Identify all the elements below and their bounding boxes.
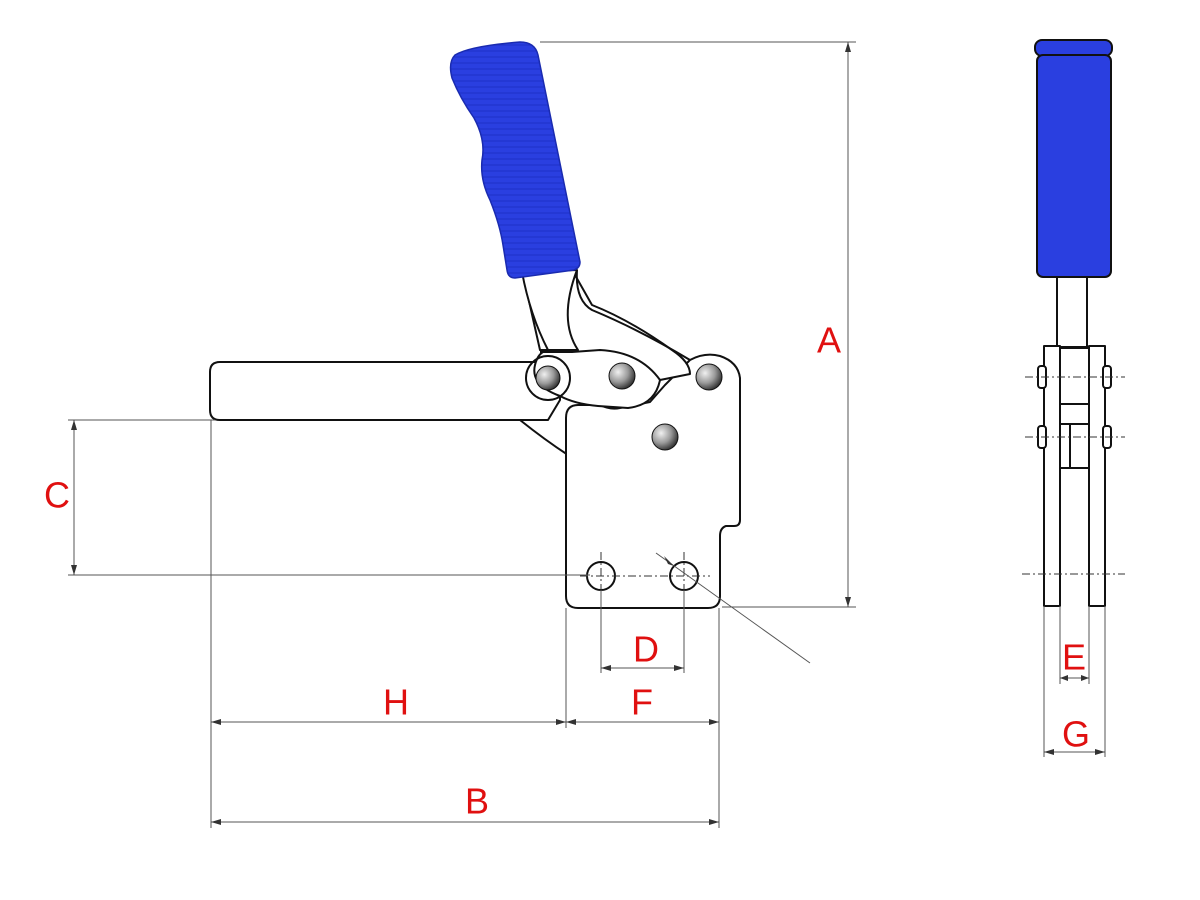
front-plate-right — [1088, 345, 1106, 607]
dimension-labels: A C D H F B E G — [44, 320, 1090, 822]
pivot-pin-1-ring — [525, 355, 571, 401]
hole-leader — [655, 552, 811, 664]
front-grip-cap — [1034, 39, 1113, 57]
hole-leader-arrow — [664, 556, 674, 566]
pivot-pin-3 — [695, 363, 723, 391]
dim-label-d: D — [633, 629, 659, 670]
dim-label-b: B — [465, 781, 489, 822]
dim-label-h: H — [383, 682, 409, 723]
front-plate-left — [1043, 345, 1061, 607]
front-link-block — [1059, 347, 1090, 405]
clamp-arm — [209, 361, 561, 421]
blue-grip-handle — [449, 41, 581, 279]
handle-lever-shank — [521, 269, 579, 351]
clamp-arm-link — [519, 419, 569, 456]
pivot-pin-2 — [608, 362, 636, 390]
dim-label-a: A — [817, 320, 841, 361]
pivot-pin-4 — [651, 423, 679, 451]
handle-lever-neck — [575, 269, 691, 361]
dim-label-c: C — [44, 475, 70, 516]
dim-label-g: G — [1062, 714, 1090, 755]
base-body — [565, 353, 741, 609]
dim-label-f: F — [631, 682, 653, 723]
pivot-pin-1 — [535, 365, 561, 391]
front-view — [1022, 39, 1125, 607]
side-view — [209, 41, 811, 664]
dim-label-e: E — [1062, 637, 1086, 678]
front-spacer — [1059, 423, 1090, 469]
front-lever-shank — [1056, 276, 1088, 348]
dimensions — [68, 41, 1106, 828]
front-grip-handle — [1036, 54, 1112, 278]
